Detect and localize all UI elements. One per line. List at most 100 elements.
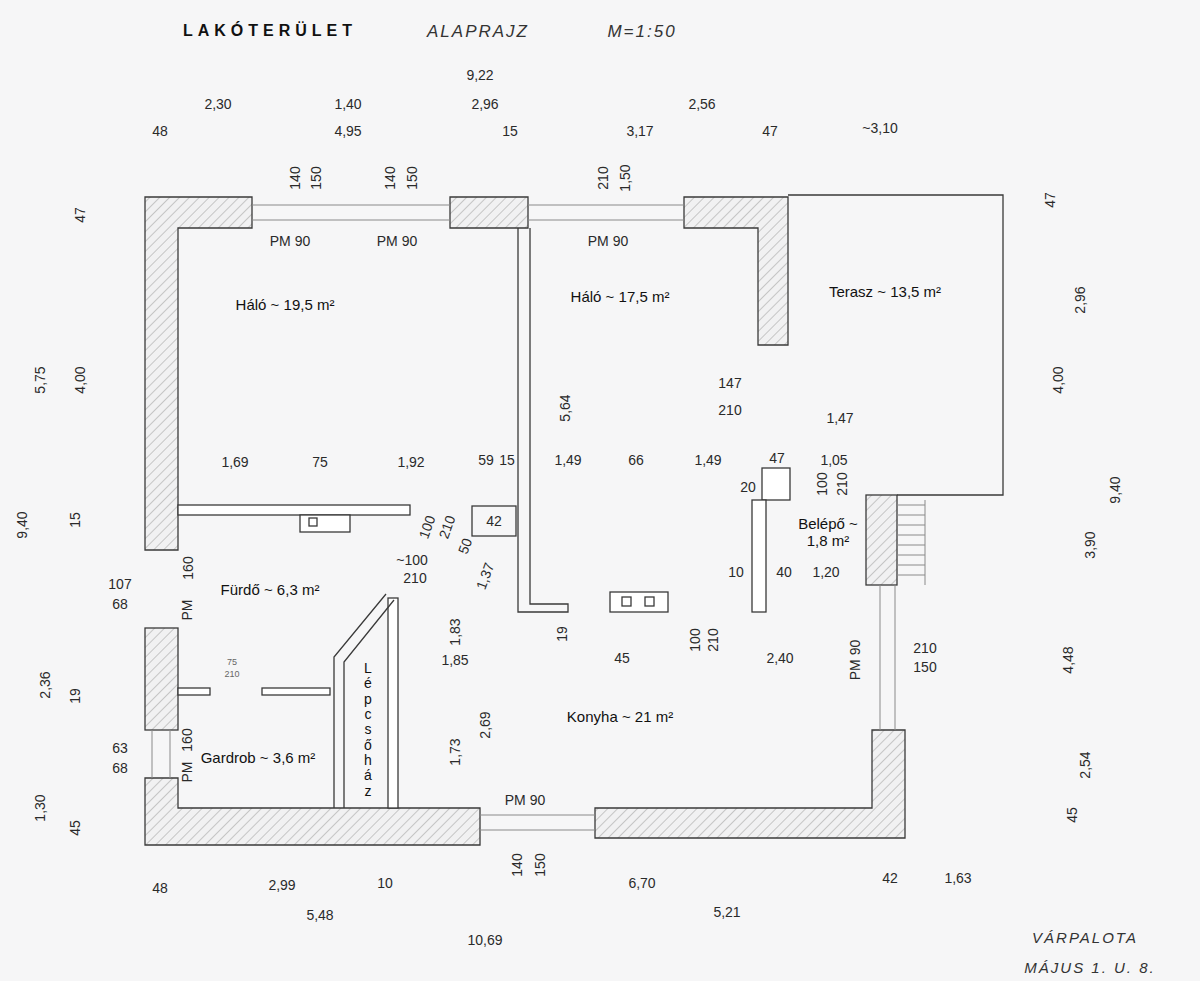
dimension-label: PM 90 <box>505 793 545 807</box>
dimension-label: 1,85 <box>441 653 468 667</box>
niche <box>472 506 516 536</box>
dimension-label: 10 <box>728 565 744 579</box>
dimension-label: 9,40 <box>1108 476 1122 503</box>
dimension-label: 3,17 <box>626 124 653 138</box>
dimension-label: PM 90 <box>588 234 628 248</box>
dimension-label: 160 <box>181 556 195 579</box>
outer-walls <box>145 197 905 845</box>
dimension-label: 4,95 <box>334 124 361 138</box>
dimension-label: 2,96 <box>1073 286 1087 313</box>
dimension-label: 3,90 <box>1083 531 1097 558</box>
dimension-label: 15 <box>502 124 518 138</box>
dimension-label: 2,36 <box>38 671 52 698</box>
dimension-label: 6,70 <box>628 876 655 890</box>
stair-wall <box>388 598 398 808</box>
dimension-label: 45 <box>614 651 630 665</box>
dimension-label: 75 <box>227 658 237 667</box>
dimension-label: 48 <box>152 881 168 895</box>
room-area: Gardrob ~ 3,6 m² <box>197 745 320 771</box>
partition-wall <box>178 688 210 695</box>
window <box>480 815 595 830</box>
dimension-label: 140 <box>510 853 524 876</box>
dimension-label: 4,48 <box>1061 646 1075 673</box>
room-label: Gardrob ~ 3,6 m² <box>201 749 316 766</box>
dimension-label: 1,63 <box>944 871 971 885</box>
wall <box>684 197 788 345</box>
stair-wall <box>334 594 386 808</box>
steps <box>897 500 925 585</box>
wall <box>145 197 252 550</box>
wall <box>762 468 790 500</box>
dimension-label: 147 <box>718 376 741 390</box>
partition-wall <box>178 505 410 515</box>
dimension-label: 1,69 <box>221 455 248 469</box>
address-note: VÁRPALOTA <box>1032 930 1138 945</box>
room-label: Terasz ~ 13,5 m² <box>829 283 941 300</box>
dimension-label: 150 <box>309 166 323 189</box>
chimney <box>300 515 350 532</box>
dimension-label: 15 <box>68 512 82 528</box>
dimension-label: 1,47 <box>826 411 853 425</box>
chimney <box>610 592 668 612</box>
dimension-label: 1,37 <box>474 561 496 591</box>
dimension-label: 2,40 <box>766 651 793 665</box>
title-note: M=1:50 <box>607 23 676 40</box>
dimension-label: 66 <box>628 453 644 467</box>
stair-wall <box>344 600 394 808</box>
dimension-label: 59 <box>478 453 494 467</box>
dimension-label: 1,40 <box>334 97 361 111</box>
dimension-label: 210 <box>224 670 239 679</box>
dimension-label: 15 <box>499 453 515 467</box>
window <box>152 730 170 778</box>
wall <box>595 730 905 838</box>
dimension-label: 42 <box>486 514 502 528</box>
dimension-label: PM 90 <box>848 640 862 680</box>
room-area: Terasz ~ 13,5 m² <box>825 279 946 305</box>
dimension-label: 68 <box>112 761 128 775</box>
room-area: Háló ~ 19,5 m² <box>232 292 339 318</box>
room-area: Lépcsőház <box>359 657 377 804</box>
room-area: Háló ~ 17,5 m² <box>567 284 674 310</box>
room-area: Konyha ~ 21 m² <box>563 704 678 730</box>
dimension-label: 9,40 <box>15 511 29 538</box>
dimension-label: 47 <box>73 207 87 223</box>
dimension-label: 1,49 <box>694 453 721 467</box>
dimension-label: 2,56 <box>688 97 715 111</box>
dimension-label: 50 <box>456 536 474 555</box>
room-area: Fürdő ~ 6,3 m² <box>217 577 324 603</box>
dimension-label: 100 <box>815 472 829 495</box>
dimension-label: 4,00 <box>1051 366 1065 393</box>
dimension-label: 140 <box>288 166 302 189</box>
dimension-label: 210 <box>913 641 936 655</box>
dimension-label: 10,69 <box>467 933 502 947</box>
room-label: Lépcsőház <box>363 661 373 800</box>
dimension-label: 100 <box>416 514 437 541</box>
dimension-label: 1,20 <box>812 565 839 579</box>
dimension-label: 1,92 <box>397 455 424 469</box>
dimension-label: 210 <box>436 514 457 541</box>
dimension-label: 1,50 <box>618 164 632 191</box>
chimney-flue <box>309 518 317 526</box>
title-note: ALAPRAJZ <box>427 23 529 40</box>
room-label: Belépő ~ 1,8 m² <box>795 515 861 550</box>
dimension-label: 45 <box>68 820 82 836</box>
dimension-label: 140 <box>383 166 397 189</box>
wall <box>752 500 766 612</box>
dimension-label: 2,30 <box>204 97 231 111</box>
dimension-label: 2,69 <box>478 711 492 738</box>
dimension-label: 45 <box>1065 807 1079 823</box>
inner-walls <box>178 195 1003 808</box>
dimension-label: 75 <box>312 455 328 469</box>
dimension-label: PM 90 <box>377 234 417 248</box>
dimension-label: 210 <box>835 472 849 495</box>
plan-title: LAKÓTERÜLET <box>183 22 357 40</box>
dimension-label: 1,30 <box>33 794 47 821</box>
dimension-label: 1,05 <box>820 453 847 467</box>
dimension-label: ~100 <box>396 553 428 567</box>
dimension-label: 1,83 <box>448 618 462 645</box>
windows-and-steps <box>152 205 925 830</box>
dimension-label: PM <box>180 762 194 783</box>
window <box>528 205 684 220</box>
dimension-label: 19 <box>68 688 82 704</box>
